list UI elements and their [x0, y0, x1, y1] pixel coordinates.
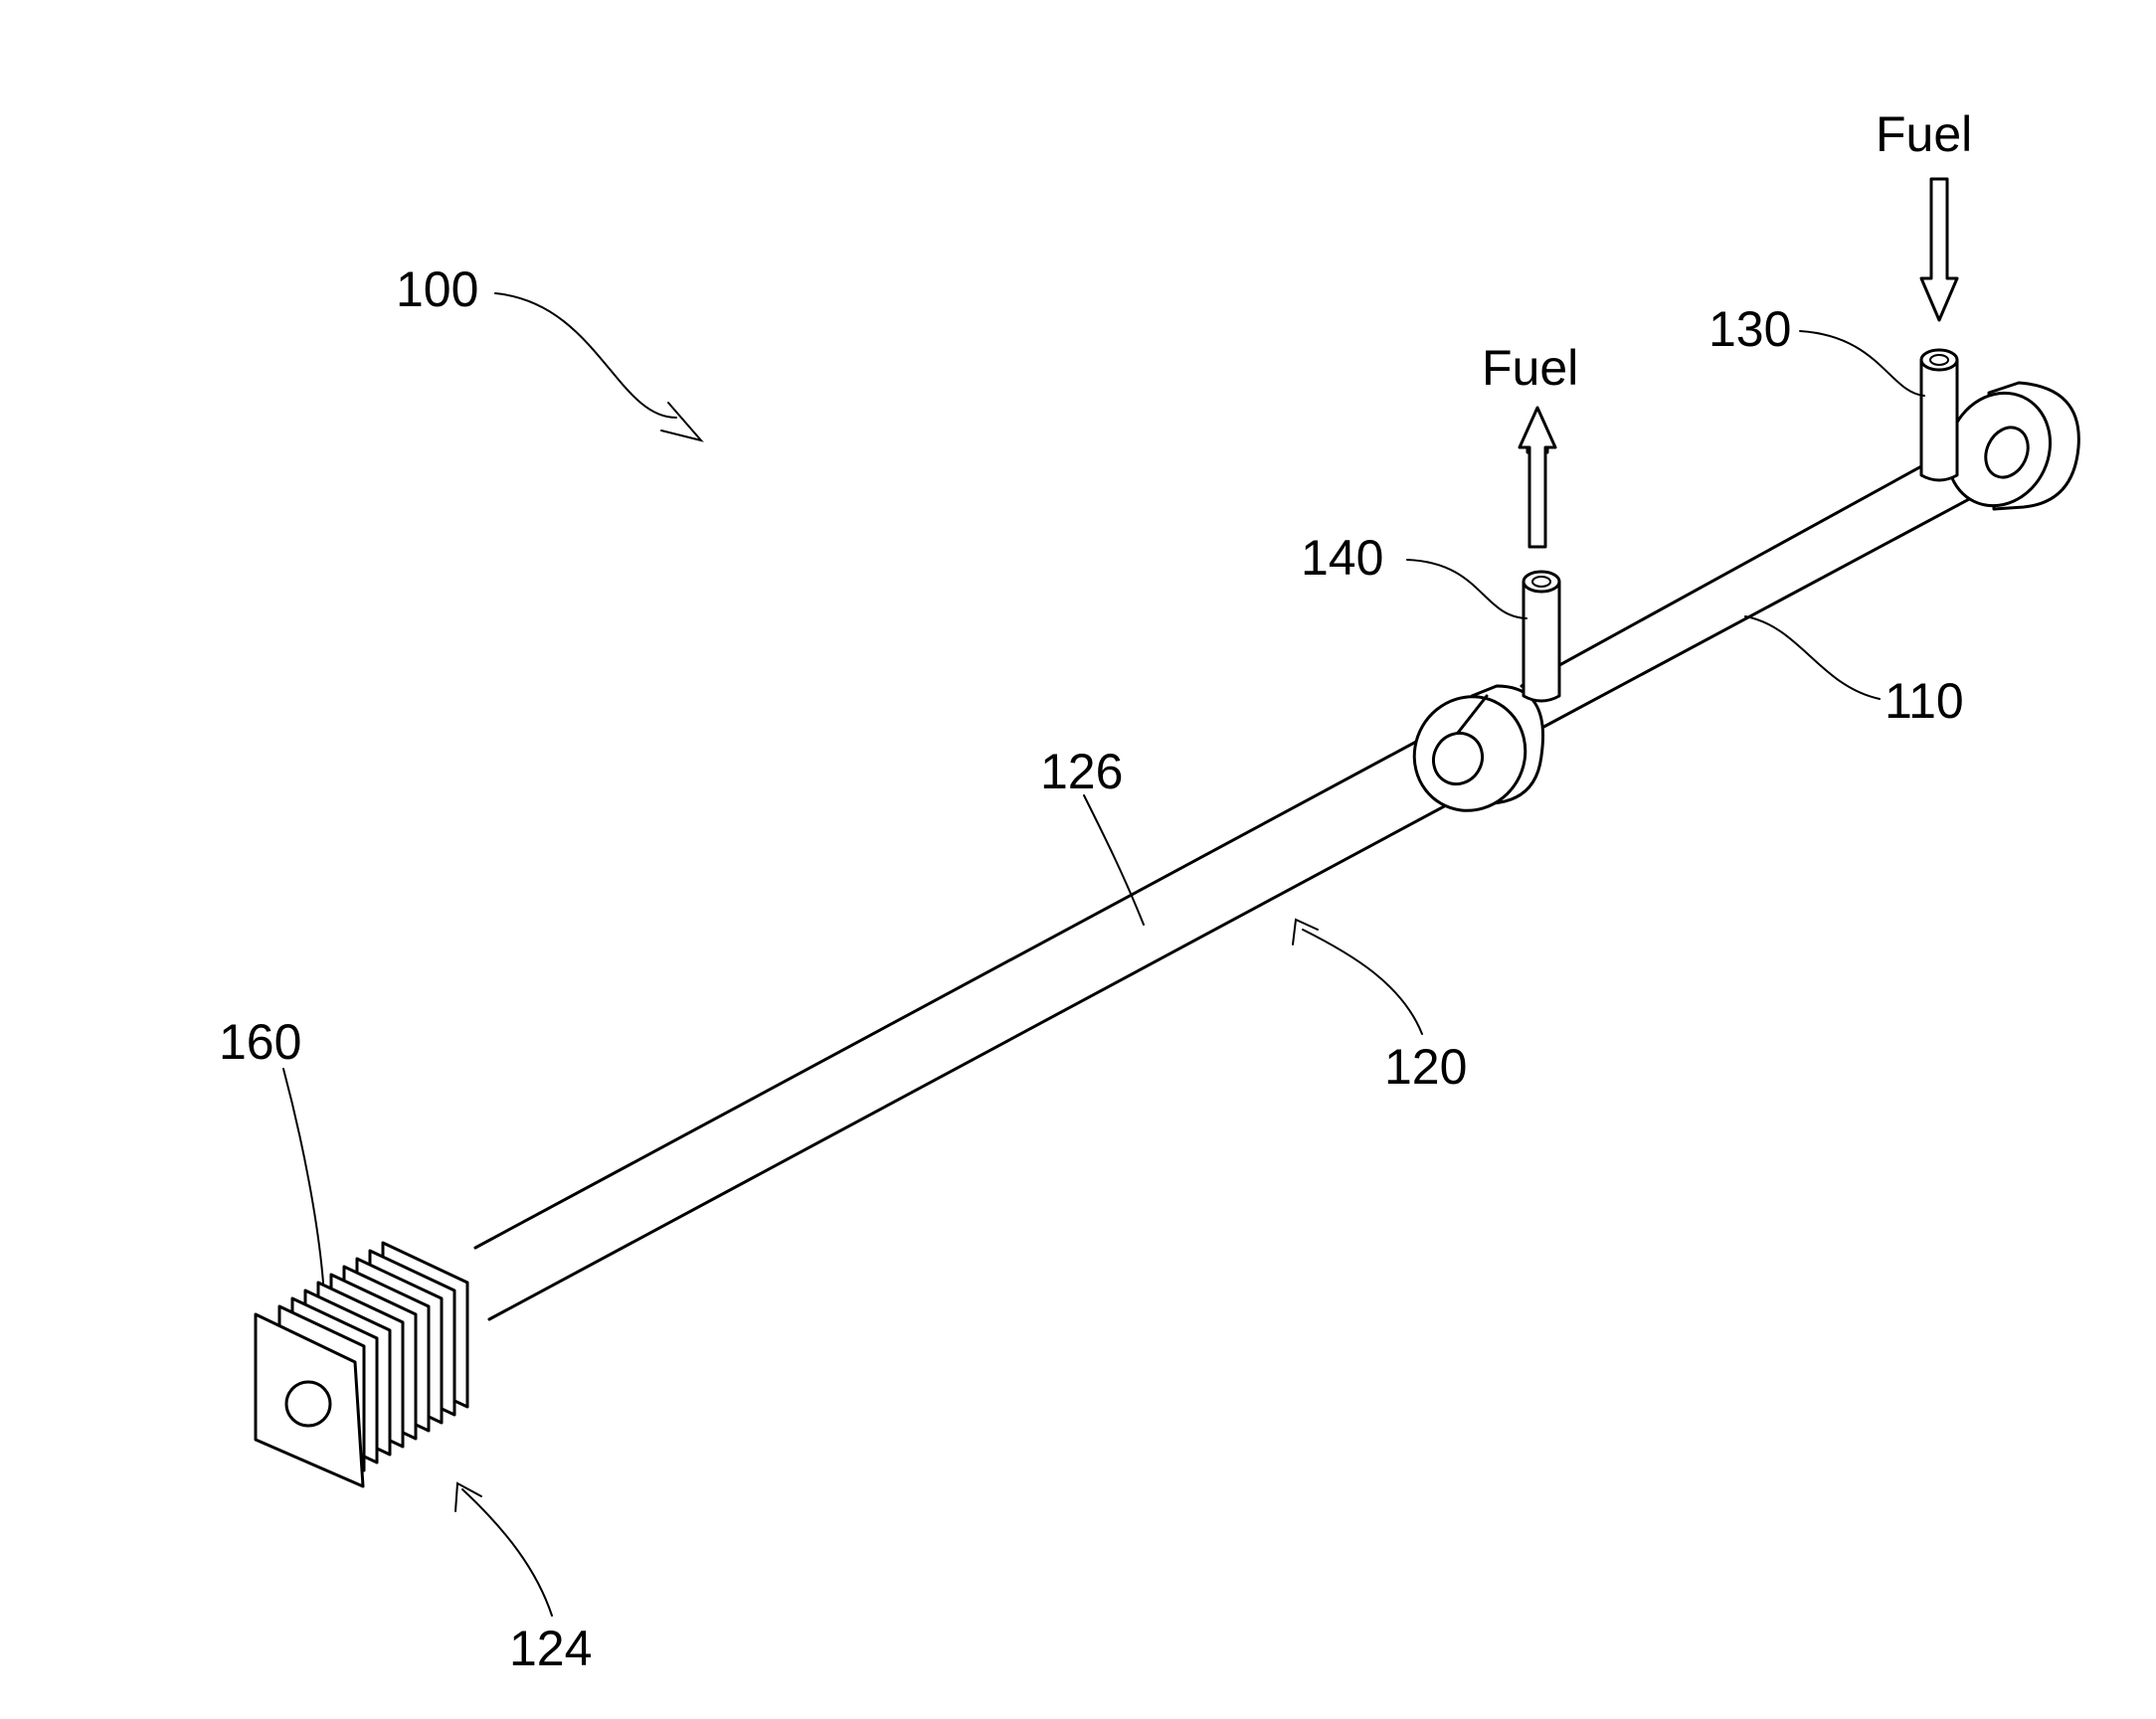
- heat-sink: [256, 1243, 467, 1486]
- arrow-up-icon: [1520, 408, 1555, 547]
- label-124: 124: [509, 1621, 592, 1676]
- leader-160: [283, 1069, 323, 1283]
- label-fuel-inlet: Fuel: [1876, 106, 1972, 162]
- label-100: 100: [396, 261, 478, 317]
- arrow-down-icon: [1921, 179, 1957, 320]
- leader-120-arrowhead: [1293, 920, 1318, 945]
- middle-coupling: [1393, 676, 1545, 830]
- label-fuel-outlet: Fuel: [1482, 340, 1578, 396]
- label-140: 140: [1301, 530, 1383, 586]
- leader-120: [1303, 930, 1422, 1034]
- label-160: 160: [219, 1014, 301, 1070]
- leader-130: [1800, 331, 1924, 396]
- leader-lines: [283, 293, 1924, 1616]
- outlet-port: [1524, 572, 1559, 701]
- leader-110: [1745, 616, 1880, 699]
- label-110: 110: [1885, 673, 1964, 729]
- label-120: 120: [1384, 1039, 1467, 1095]
- leader-100: [495, 293, 676, 418]
- leader-124-arrowhead: [455, 1483, 481, 1511]
- inlet-port: [1921, 350, 1957, 480]
- leader-100-arrowhead: [661, 403, 701, 440]
- label-126: 126: [1040, 744, 1123, 799]
- leader-124: [462, 1489, 552, 1616]
- label-130: 130: [1708, 301, 1791, 357]
- rod: [475, 728, 1502, 1319]
- leader-140: [1407, 560, 1527, 618]
